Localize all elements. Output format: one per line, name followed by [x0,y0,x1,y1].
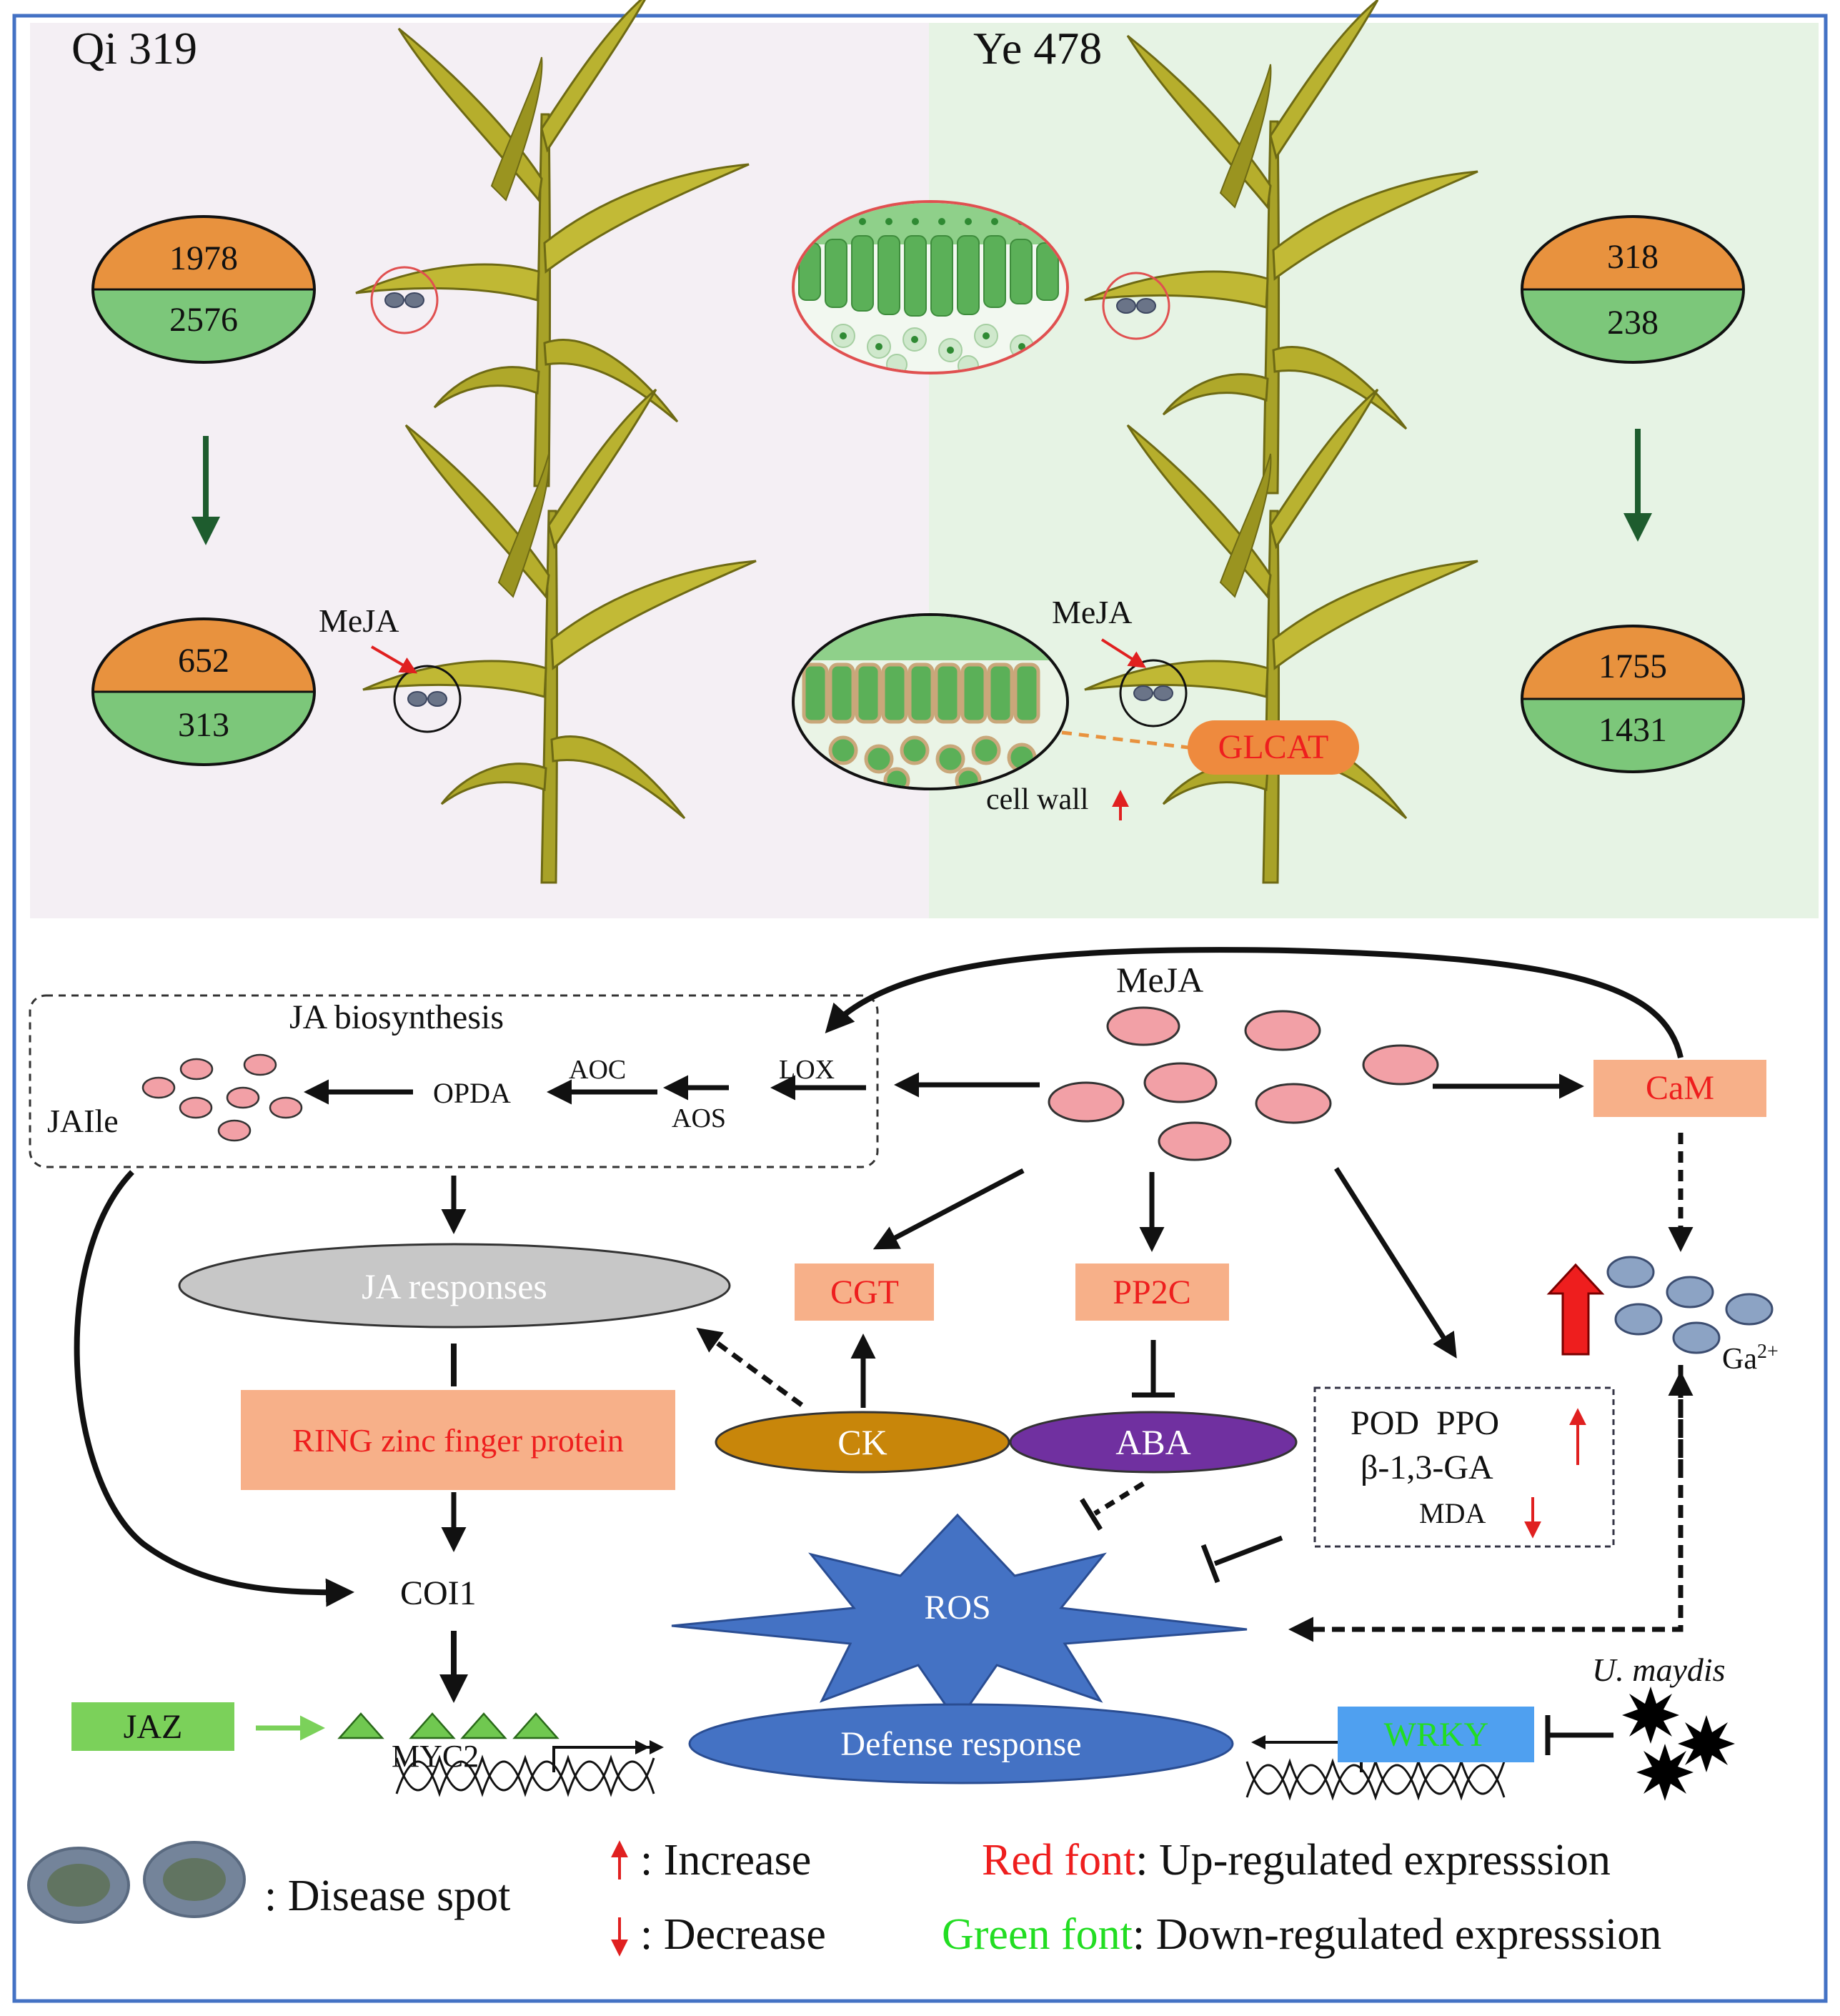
spot-circle-ye-bottom [1119,659,1188,728]
cam-to-lox-arrow [825,947,1684,1058]
legend-disease-spot-icon [27,1841,246,1924]
defense-ellipse [688,1703,1234,1784]
spot-circle-qi-bottom [393,665,462,733]
spot-circle-ye-top [1102,272,1170,340]
myc2-promoter-arrow [552,1740,650,1772]
meja-molecules [1048,1006,1439,1161]
pod-inhibits-ros-bar [1200,1544,1220,1584]
pod-ppo-box [1313,1386,1615,1548]
aba-inhibits-ros-bar [1080,1498,1103,1531]
cgt-box [795,1263,934,1321]
ga-to-ros-arrow [1288,1365,1684,1642]
ring-box [241,1390,675,1490]
count-qi-after [91,617,316,766]
ye478-panel [929,23,1819,918]
qi319-panel [30,23,929,918]
ga-increase-arrow [1546,1263,1605,1356]
jaile-to-coi1-arrow [74,1170,354,1607]
myc2-triangles [337,1712,560,1739]
meja-to-pod-arrow [1334,1167,1457,1359]
ja-responses-ellipse [178,1243,731,1329]
ck-to-ja-responses-arrow [696,1327,804,1407]
aba-ellipse [1009,1411,1298,1474]
ck-ellipse [715,1411,1010,1474]
pp2c-box [1075,1263,1229,1321]
count-ye-after [1521,625,1745,773]
dna-left [395,1754,655,1797]
meja-to-cgt-arrow [872,1168,1025,1250]
tissue-zoom-top [792,200,1069,374]
cam-box [1593,1060,1766,1117]
pod-inhibits-ros-line [1213,1535,1283,1566]
meja-arrow-right [1100,638,1147,668]
glcat-connector [1061,730,1201,751]
count-ye-before [1521,215,1745,364]
meja-arrow-left [370,645,418,674]
jaz-box [71,1702,234,1751]
tissue-zoom-bottom [792,613,1069,790]
ga-ions [1606,1256,1774,1354]
wrky-box [1338,1707,1534,1762]
spot-circle-qi-top [370,266,439,334]
jaile-molecules [141,1053,303,1142]
aba-inhibits-ros-line [1093,1481,1145,1516]
glcat-pill [1188,720,1359,775]
count-qi-before [91,215,316,364]
